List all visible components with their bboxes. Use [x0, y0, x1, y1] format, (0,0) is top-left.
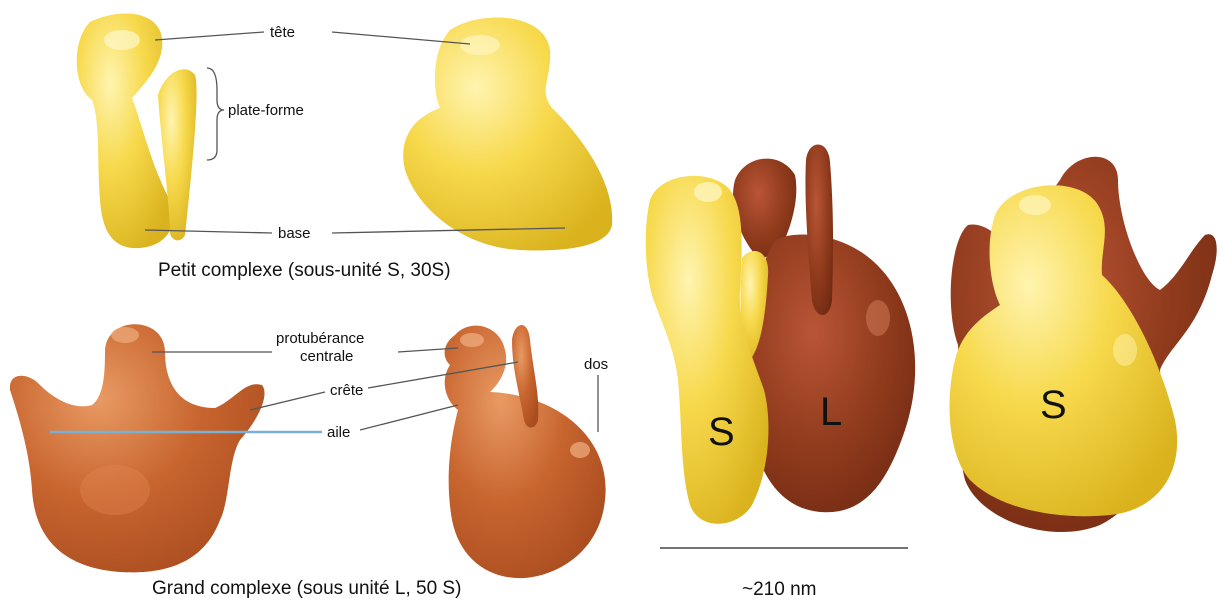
caption-small-subunit: Petit complexe (sous-unité S, 30S)	[158, 260, 451, 281]
letter-s-front: S	[1040, 383, 1067, 427]
tete-leader-left	[155, 32, 264, 40]
assembled-ribosome-front-view	[950, 157, 1217, 532]
plate-forme-bracket	[207, 68, 224, 160]
aile-leader-right	[360, 405, 458, 430]
label-crete: crête	[330, 382, 363, 399]
large-subunit-side-view	[445, 325, 606, 578]
label-tete: tête	[270, 24, 295, 41]
letter-l-side: L	[820, 390, 842, 434]
label-dos: dos	[584, 356, 608, 373]
label-base: base	[278, 225, 311, 242]
large-subunit-crown-view	[10, 324, 265, 572]
caption-large-subunit: Grand complexe (sous unité L, 50 S)	[152, 578, 461, 599]
label-plate-forme: plate-forme	[228, 102, 304, 119]
label-aile: aile	[327, 424, 350, 441]
small-subunit-side-view	[77, 14, 197, 249]
small-subunit-front-view	[403, 17, 612, 250]
label-protuberance-line2: centrale	[300, 348, 353, 365]
label-protuberance-line1: protubérance	[276, 330, 364, 347]
assembled-ribosome-side-view	[646, 145, 915, 524]
letter-s-side: S	[708, 410, 735, 454]
scale-label: ~210 nm	[742, 579, 816, 600]
